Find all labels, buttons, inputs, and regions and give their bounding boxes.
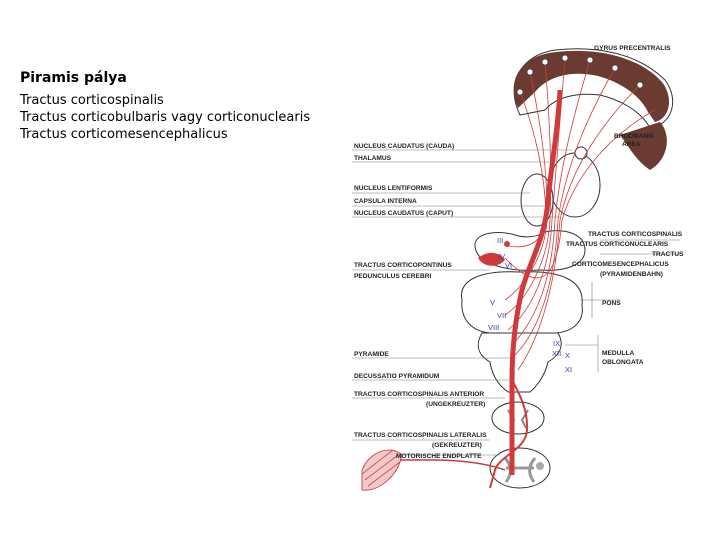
label-ungekreuzter: (UNGEKREUZTER) <box>426 401 485 408</box>
label-tractus: TRACTUS <box>652 251 684 258</box>
label-tractus-corticonuclearis: TRACTUS CORTICONUCLEARIS <box>566 241 669 248</box>
label-pyramide: PYRAMIDE <box>354 351 389 358</box>
label-gyrus-precentralis: GYRUS PRECENTRALIS <box>594 45 671 52</box>
label-decussatio-pyramidum: DECUSSATIO PYRAMIDUM <box>354 373 440 380</box>
label-capsula-interna: CAPSULA INTERNA <box>354 198 417 205</box>
spinal-cord-section-upper <box>492 402 544 434</box>
cranial-nerve-XII: XII <box>552 349 561 358</box>
label-nucleus-caudatus-caput: NUCLEUS CAUDATUS (CAPUT) <box>354 210 453 217</box>
label-corticomesencephalicus: CORTICOMESENCEPHALICUS <box>572 261 669 268</box>
label-nucleus-lentiformis: NUCLEUS LENTIFORMIS <box>354 185 433 192</box>
label-nucleus-caudatus-cauda: NUCLEUS CAUDATUS (CAUDA) <box>354 143 454 150</box>
cranial-nerve-V: V <box>490 298 495 307</box>
label-motorische-endplatte: MOTORISCHE ENDPLATTE <box>396 453 482 460</box>
medulla-oblongata-shape <box>478 333 561 392</box>
label-thalamus: THALAMUS <box>354 155 392 162</box>
cranial-nerve-VII: VII <box>497 311 506 320</box>
cranial-nerve-III: III <box>497 236 503 245</box>
label-tractus-corticospinalis-anterior: TRACTUS CORTICOSPINALIS ANTERIOR <box>354 391 484 398</box>
cranial-nerve-X: X <box>565 351 570 360</box>
anterior-horn-cell <box>536 462 544 470</box>
label-tractus-corticospinalis: TRACTUS CORTICOSPINALIS <box>588 231 683 238</box>
label-tractus-corticopontinus: TRACTUS CORTICOPONTINUS <box>354 262 452 269</box>
label-pedunculus-cerebri: PEDUNCULUS CEREBRI <box>354 273 431 280</box>
label-gekreuzter: (GEKREUZTER) <box>432 442 482 449</box>
label-oblongata: OBLONGATA <box>602 359 644 366</box>
cranial-nerve-VI: VI <box>505 261 512 270</box>
cranial-nerve-IV: IV <box>498 252 505 261</box>
label-tractus-corticospinalis-lateralis: TRACTUS CORTICOSPINALIS LATERALIS <box>354 432 487 439</box>
label-medulla: MEDULLA <box>602 350 634 357</box>
cranial-nerve-IX: IX <box>553 339 560 348</box>
label-pons: PONS <box>602 300 621 307</box>
label-brodmann: BRODMANN <box>614 133 653 140</box>
label-area: AREA <box>622 141 641 148</box>
cranial-nerve-XI: XI <box>565 365 572 374</box>
label-pyramidenbahn: (PYRAMIDENBAHN) <box>600 271 663 278</box>
pons-shape <box>462 272 583 334</box>
cranial-nerve-VIII: VIII <box>488 323 499 332</box>
motor-nerve <box>400 460 505 470</box>
